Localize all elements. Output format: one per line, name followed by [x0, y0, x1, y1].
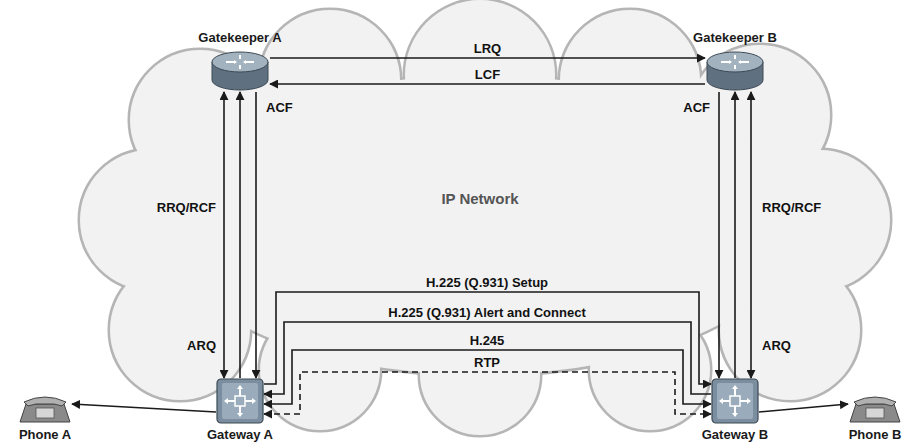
icon: [705, 50, 765, 92]
network-label: IP Network: [441, 190, 518, 207]
icon: [216, 378, 264, 424]
icon: [210, 50, 270, 92]
signal-arrow: [264, 322, 711, 394]
signal-arrow: [270, 83, 705, 85]
icon: [711, 378, 759, 424]
message-label: ARQ: [760, 338, 793, 353]
signal-arrow: [759, 404, 848, 412]
message-label: ACF: [681, 100, 712, 115]
node-label: Phone A: [19, 427, 71, 442]
node-label: Gateway A: [207, 427, 273, 442]
icon: [848, 392, 902, 424]
message-label: H.245: [468, 333, 507, 348]
gatekeeper-router: Gatekeeper A: [210, 50, 270, 92]
gatekeeper-router: Gatekeeper B: [705, 50, 765, 92]
phone-icon: Phone B: [848, 392, 902, 424]
node-label: Gatekeeper B: [693, 30, 777, 45]
signal-arrow: [750, 92, 752, 378]
signal-arrow: [718, 92, 720, 378]
message-label: RRQ/RCF: [760, 200, 823, 215]
signal-arrow: [264, 372, 711, 414]
message-label: RTP: [472, 355, 502, 370]
signal-arrow: [239, 92, 241, 378]
node-label: Phone B: [849, 427, 902, 442]
message-label: LRQ: [472, 41, 503, 56]
signal-arrow: [270, 57, 705, 59]
signal-arrow: [734, 92, 736, 378]
message-label: ARQ: [185, 338, 218, 353]
message-label: H.225 (Q.931) Alert and Connect: [386, 305, 587, 320]
message-label: RRQ/RCF: [155, 200, 218, 215]
node-label: Gateway B: [702, 427, 768, 442]
message-label: H.225 (Q.931) Setup: [424, 275, 550, 290]
message-label: ACF: [264, 100, 295, 115]
message-label: LCF: [473, 67, 502, 82]
gateway-icon: Gateway B: [711, 378, 759, 424]
phone-icon: Phone A: [18, 392, 72, 424]
signal-arrow: [264, 350, 711, 404]
node-label: Gatekeeper A: [198, 30, 281, 45]
signal-arrow: [255, 92, 257, 378]
icon: [18, 392, 72, 424]
signal-arrow: [264, 292, 711, 384]
signal-arrow: [223, 92, 225, 378]
signal-arrow: [72, 404, 216, 412]
gateway-icon: Gateway A: [216, 378, 264, 424]
